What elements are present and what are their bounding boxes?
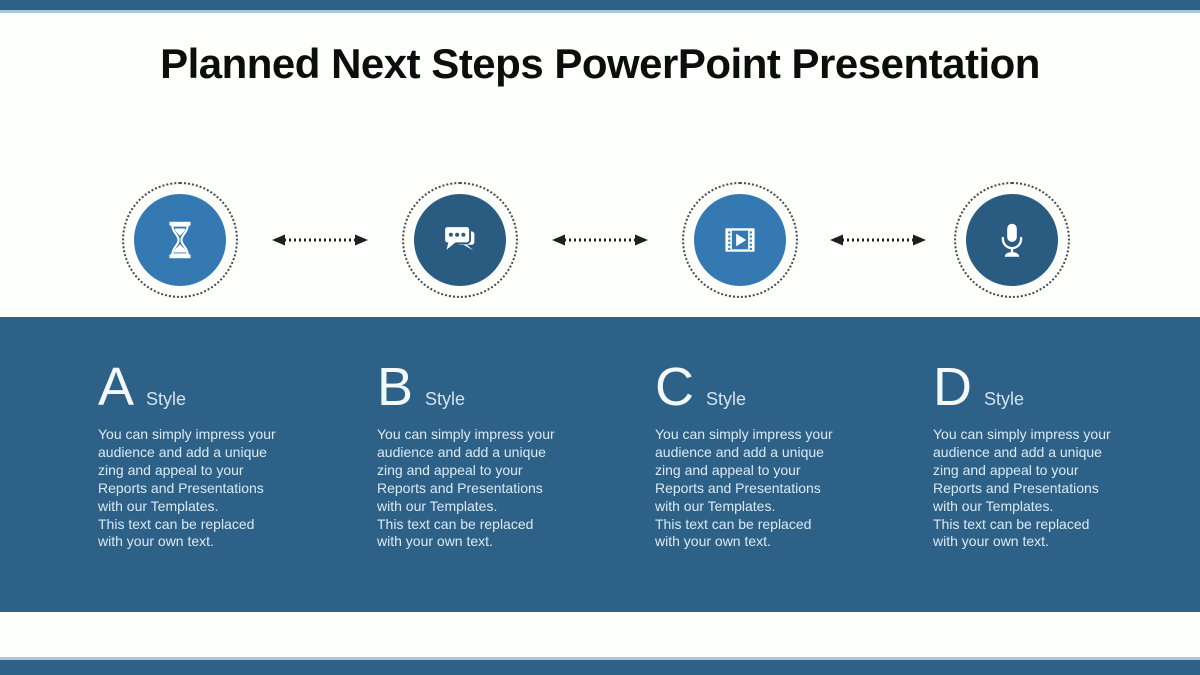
bottom-bar	[0, 660, 1200, 675]
column-d-label: Style	[984, 389, 1025, 409]
chat-bubbles-icon	[414, 194, 506, 286]
column-a-letter: A	[98, 357, 135, 417]
column-c-body: You can simply impress your audience and…	[655, 426, 835, 551]
step-circle-4	[954, 182, 1070, 298]
hourglass-icon	[134, 194, 226, 286]
column-a: A Style You can simply impress your audi…	[98, 360, 298, 551]
column-d-paragraph-1: You can simply impress your audience and…	[933, 426, 1111, 514]
column-b-paragraph-1: You can simply impress your audience and…	[377, 426, 555, 514]
column-b: B Style You can simply impress your audi…	[377, 360, 577, 551]
step-circle-3	[682, 182, 798, 298]
column-c-header: C Style	[655, 360, 855, 416]
column-d-header: D Style	[933, 360, 1133, 416]
column-c-paragraph-2: This text can be replaced with your own …	[655, 515, 812, 550]
bottom-accent-line	[0, 657, 1200, 660]
column-c-paragraph-1: You can simply impress your audience and…	[655, 426, 833, 514]
microphone-icon	[966, 194, 1058, 286]
column-d-paragraph-2: This text can be replaced with your own …	[933, 515, 1090, 550]
column-d-letter: D	[933, 357, 972, 417]
column-c-label: Style	[706, 389, 747, 409]
column-d: D Style You can simply impress your audi…	[933, 360, 1133, 551]
top-accent-line	[0, 10, 1200, 13]
column-b-header: B Style	[377, 360, 577, 416]
column-b-label: Style	[425, 389, 466, 409]
top-bar	[0, 0, 1200, 10]
column-a-paragraph-2: This text can be replaced with your own …	[98, 515, 255, 550]
column-a-body: You can simply impress your audience and…	[98, 426, 278, 551]
column-b-letter: B	[377, 357, 414, 417]
column-b-paragraph-2: This text can be replaced with your own …	[377, 515, 534, 550]
double-arrow-icon	[272, 232, 368, 248]
column-d-body: You can simply impress your audience and…	[933, 426, 1113, 551]
content-panel	[0, 317, 1200, 612]
double-arrow-icon	[552, 232, 648, 248]
slide-title: Planned Next Steps PowerPoint Presentati…	[160, 40, 1040, 87]
column-b-body: You can simply impress your audience and…	[377, 426, 557, 551]
column-a-header: A Style	[98, 360, 298, 416]
column-c-letter: C	[655, 357, 694, 417]
double-arrow-icon	[830, 232, 926, 248]
column-a-label: Style	[146, 389, 187, 409]
step-circle-1	[122, 182, 238, 298]
step-circle-2	[402, 182, 518, 298]
film-play-icon	[694, 194, 786, 286]
column-a-paragraph-1: You can simply impress your audience and…	[98, 426, 276, 514]
column-c: C Style You can simply impress your audi…	[655, 360, 855, 551]
